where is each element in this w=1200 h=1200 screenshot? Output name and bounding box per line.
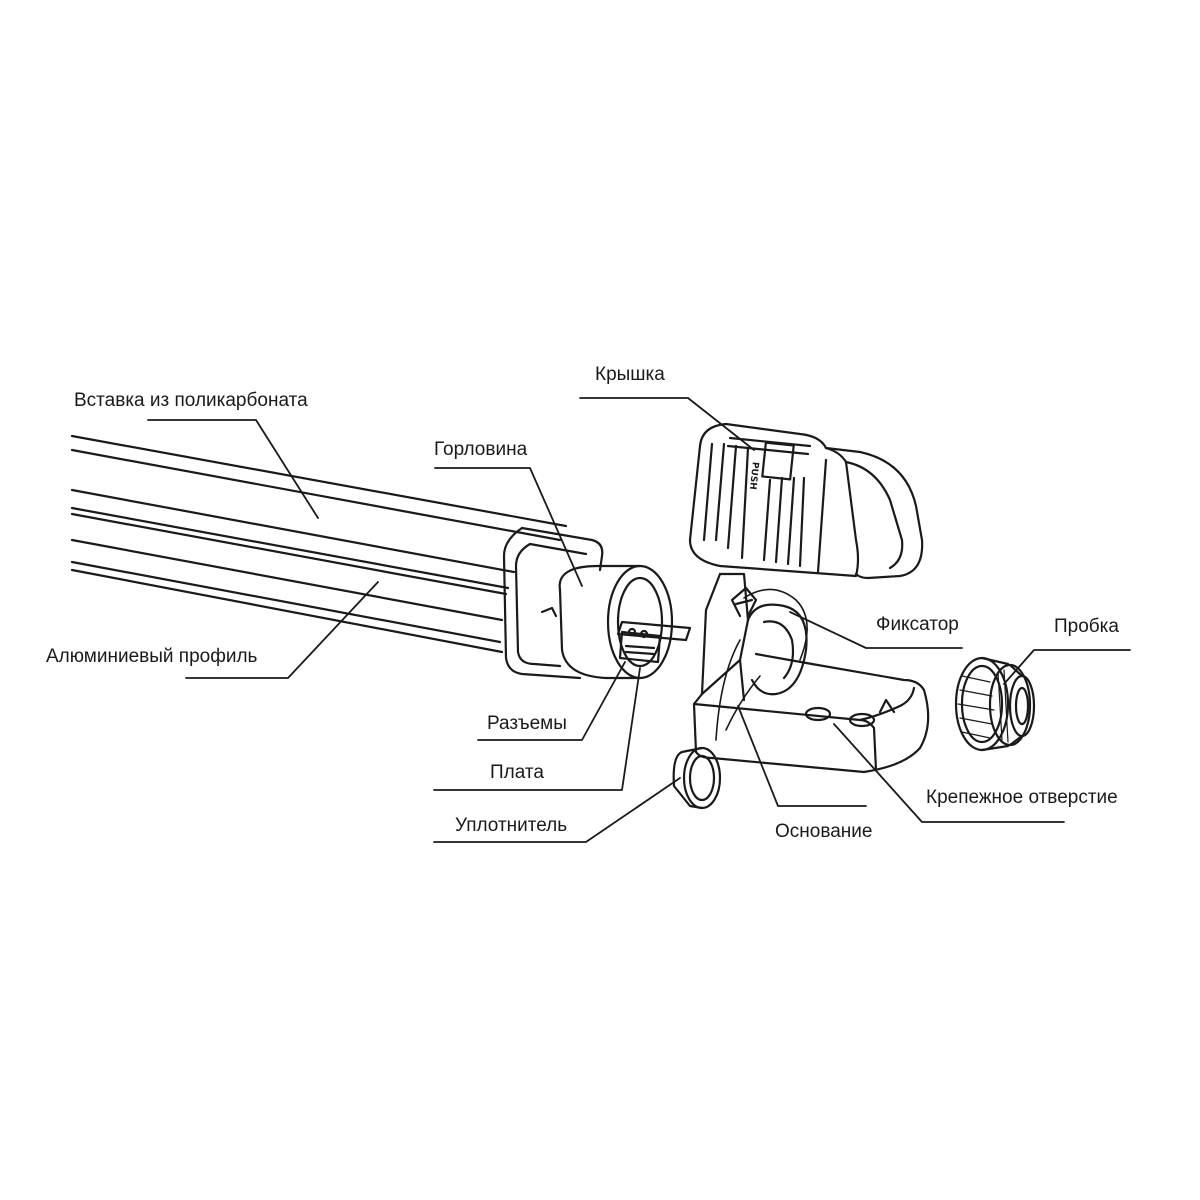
wires	[715, 588, 808, 741]
label-retainer: Фиксатор	[876, 614, 959, 635]
label-board: Плата	[490, 762, 544, 783]
label-aluminum-profile: Алюминиевый профиль	[46, 646, 258, 667]
board-shape	[616, 620, 692, 664]
plug-shape	[954, 656, 1036, 752]
label-neck: Горловина	[434, 439, 528, 460]
neck-shape	[558, 564, 674, 680]
label-seal: Уплотнитель	[455, 815, 568, 836]
label-connectors: Разъемы	[487, 713, 567, 734]
label-base: Основание	[775, 821, 873, 842]
tube-end-frame	[502, 526, 604, 680]
leader-lines	[147, 397, 1131, 843]
cover-push-marking: PUSH	[747, 461, 760, 490]
label-cover: Крышка	[595, 364, 665, 385]
tube-body	[70, 434, 568, 654]
label-plug: Пробка	[1054, 616, 1119, 637]
label-mounting-hole: Крепежное отверстие	[926, 787, 1118, 808]
label-polycarbonate-insert: Вставка из поликарбоната	[74, 390, 308, 411]
base-shape	[692, 572, 930, 774]
seal-shape	[672, 746, 722, 810]
cover-shape	[688, 422, 924, 580]
